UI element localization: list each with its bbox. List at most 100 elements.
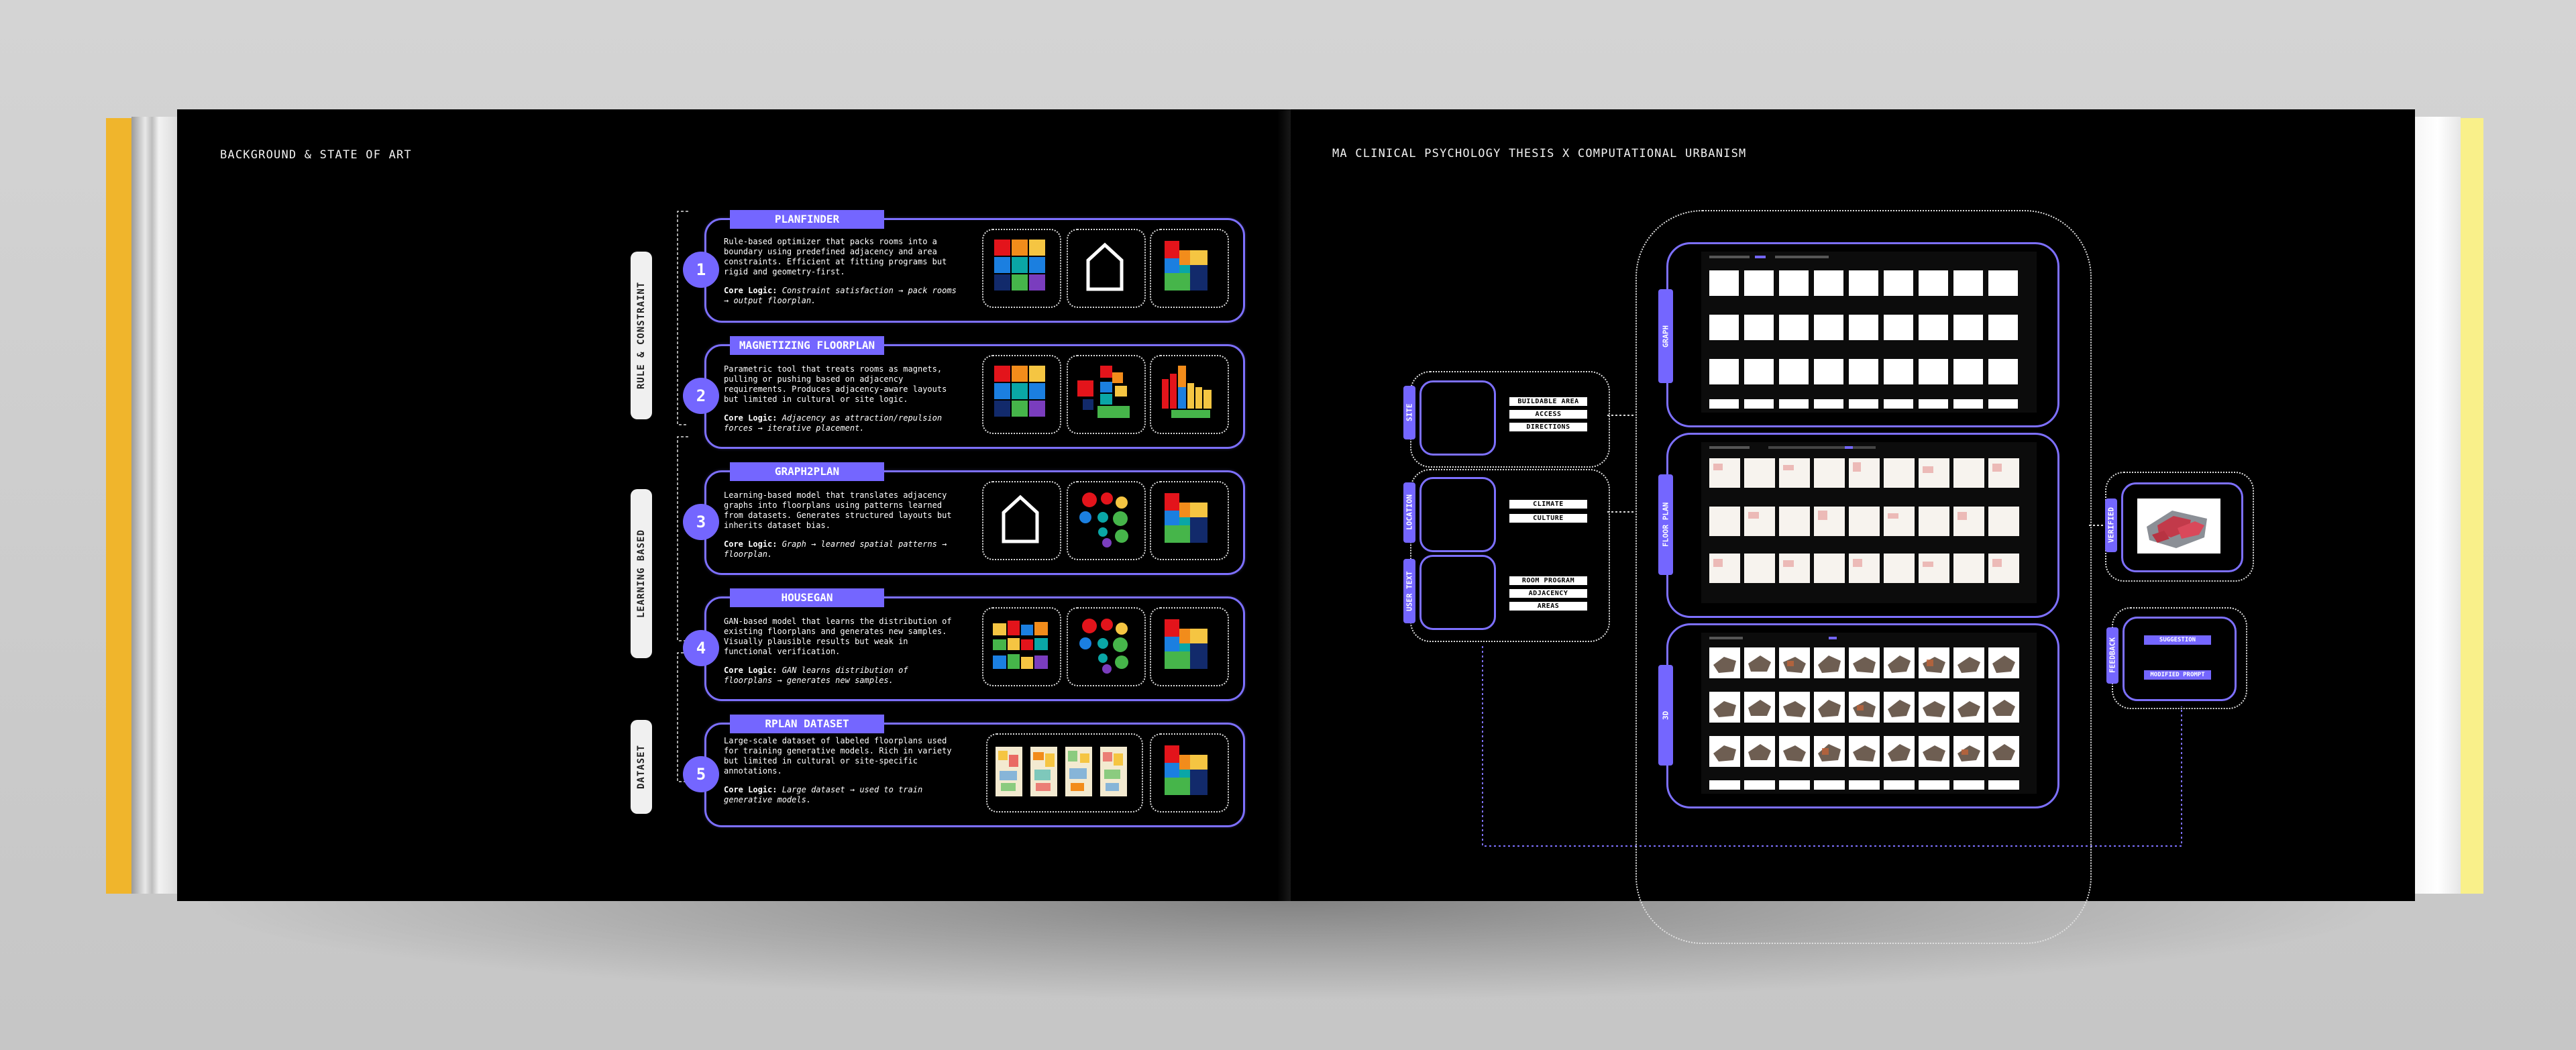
card-text: Learning-based model that translates adj… (724, 490, 960, 560)
core-logic-text: Adjacency as attraction/repulsion forces… (724, 413, 943, 433)
left-page: BACKGROUND & STATE OF ART RULE & CONSTRA… (177, 109, 1291, 901)
context-input-node (1410, 469, 1610, 642)
user-text-tab: USER TEXT (1403, 559, 1415, 623)
floorplan-thumbnails (1709, 446, 2019, 583)
book-cover-right-edge (2461, 118, 2483, 894)
threed-tab: 3D (1658, 665, 1673, 766)
thumb-floorplan-blocks (1150, 733, 1229, 812)
building-render-icon (2147, 511, 2207, 548)
core-logic-text: Constraint satisfaction → pack rooms → o… (724, 286, 957, 305)
floorplan-blocks-icon (1165, 493, 1208, 543)
thumb-generated-plans (982, 607, 1061, 686)
flow-connectors (1482, 415, 2182, 847)
site-pill-buildable-area: BUILDABLE AREA (1509, 397, 1587, 406)
outputs-container (1635, 210, 2092, 944)
bubble-graph-icon (1079, 619, 1128, 674)
group-tab-rule-constraint: RULE & CONSTRAINT (631, 252, 652, 419)
card-text: Parametric tool that treats rooms as mag… (724, 364, 960, 433)
floorplan-blocks-icon (1165, 241, 1208, 291)
card-description: Learning-based model that translates adj… (724, 490, 952, 530)
bubble-graph-icon (1079, 492, 1128, 547)
card-description: GAN-based model that learns the distribu… (724, 617, 952, 656)
site-map-frame (1419, 380, 1496, 456)
feedback-frame (2123, 617, 2237, 701)
location-tab: LOCATION (1403, 482, 1415, 543)
thumb-magnet-blocks (1067, 355, 1146, 434)
floorplan-blocks-icon (1165, 619, 1208, 669)
floorplan-tab: FLOOR PLAN (1658, 474, 1673, 575)
site-pill-access: ACCESS (1509, 410, 1587, 419)
magnet-blocks-icon (1077, 366, 1130, 418)
card-title: RPLAN DATASET (730, 715, 884, 733)
house-outline-icon (1086, 242, 1124, 291)
thumb-stretched-blocks (1150, 355, 1229, 434)
card-text: GAN-based model that learns the distribu… (724, 617, 960, 686)
location-pill-climate: CLIMATE (1509, 500, 1587, 509)
right-page: MA CLINICAL PSYCHOLOGY THESIS X COMPUTAT… (1291, 109, 2415, 944)
group-tab-learning-based: LEARNING BASED (631, 489, 652, 658)
verified-3d-render (2137, 498, 2220, 554)
graph-results-grid (1701, 252, 2037, 413)
core-logic-label: Core Logic: (724, 413, 777, 423)
threed-thumbnails (1709, 637, 2019, 790)
card-description: Parametric tool that treats rooms as mag… (724, 364, 947, 404)
core-logic-label: Core Logic: (724, 785, 777, 794)
thumb-bubble-graph (1067, 607, 1146, 686)
user-text-frame (1419, 555, 1496, 630)
site-tab: SITE (1403, 386, 1415, 439)
thumb-floorplan-blocks (1150, 607, 1229, 686)
thumb-color-grid (982, 355, 1061, 434)
stretched-blocks-icon (1162, 366, 1212, 418)
card-title: PLANFINDER (730, 210, 884, 229)
group-tab-dataset: DATASET (631, 720, 652, 814)
thumb-bubble-graph (1067, 481, 1146, 560)
core-logic-label: Core Logic: (724, 286, 777, 295)
core-logic-text: GAN learns distribution of floorplans → … (724, 666, 908, 685)
group-brackets (677, 211, 688, 782)
page-stack-left (131, 117, 177, 894)
modified-prompt-button[interactable]: MODIFIED PROMPT (2144, 670, 2211, 680)
feedback-tab: FEEDBACK (2106, 627, 2118, 684)
card-core-logic: Core Logic: Constraint satisfaction → pa… (724, 286, 960, 306)
core-logic-text: Graph → learned spatial patterns → floor… (724, 539, 947, 559)
card-number: 3 (683, 504, 719, 540)
house-outline-icon (1002, 494, 1039, 543)
color-grid-icon (994, 240, 1045, 291)
thumb-house-outline (1067, 229, 1146, 308)
user-pill-adjacency: ADJACENCY (1509, 589, 1587, 598)
page-stack-right (2415, 117, 2461, 894)
floorplan-blocks-icon (1165, 745, 1208, 795)
card-description: Large-scale dataset of labeled floorplan… (724, 736, 952, 776)
card-title: HOUSEGAN (730, 588, 884, 607)
card-number: 4 (683, 630, 719, 666)
thumb-house-outline (982, 481, 1061, 560)
book-cover-left-edge (106, 118, 133, 894)
card-title: GRAPH2PLAN (730, 462, 884, 481)
core-logic-label: Core Logic: (724, 666, 777, 675)
verified-frame (2121, 482, 2243, 572)
thumb-color-grid (982, 229, 1061, 308)
card-number: 5 (683, 756, 719, 792)
card-core-logic: Core Logic: Graph → learned spatial patt… (724, 539, 960, 560)
generated-plans-icon (993, 621, 1048, 669)
card-title: MAGNETIZING FLOORPLAN (730, 336, 884, 355)
core-logic-label: Core Logic: (724, 539, 777, 549)
card-number: 2 (683, 378, 719, 414)
thumb-floorplan-blocks (1150, 229, 1229, 308)
right-page-header: MA CLINICAL PSYCHOLOGY THESIS X COMPUTAT… (1332, 147, 1747, 160)
thumb-floorplan-blocks (1150, 481, 1229, 560)
threed-results-grid (1701, 633, 2037, 794)
left-page-header: BACKGROUND & STATE OF ART (220, 148, 412, 162)
user-pill-room-program: ROOM PROGRAM (1509, 576, 1587, 585)
site-pill-directions: DIRECTIONS (1509, 423, 1587, 431)
card-text: Large-scale dataset of labeled floorplan… (724, 736, 960, 805)
card-description: Rule-based optimizer that packs rooms in… (724, 237, 947, 276)
card-core-logic: Core Logic: Adjacency as attraction/repu… (724, 413, 960, 433)
verified-tab: VERIFIED (2105, 498, 2117, 552)
card-core-logic: Core Logic: Large dataset → used to trai… (724, 785, 960, 805)
card-text: Rule-based optimizer that packs rooms in… (724, 237, 960, 306)
graph-thumbnails (1709, 256, 2018, 409)
card-core-logic: Core Logic: GAN learns distribution of f… (724, 666, 960, 686)
suggestion-button[interactable]: SUGGESTION (2144, 635, 2211, 645)
